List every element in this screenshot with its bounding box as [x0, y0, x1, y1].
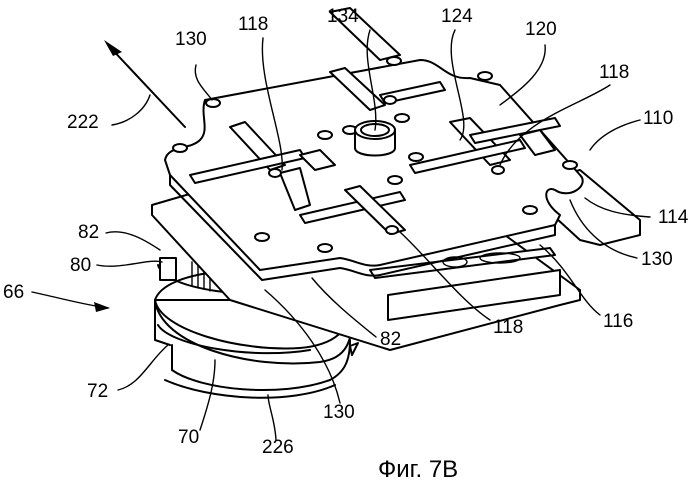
figure-caption: Фиг. 7B [378, 456, 458, 483]
label-70: 70 [178, 427, 199, 448]
label-116: 116 [603, 311, 633, 332]
label-114: 114 [658, 207, 689, 228]
label-222: 222 [67, 112, 99, 133]
label-120: 120 [525, 19, 557, 40]
label-118-top: 118 [238, 14, 268, 35]
label-110: 110 [643, 108, 673, 129]
label-130-top: 130 [175, 29, 207, 50]
label-134: 134 [327, 6, 359, 27]
reference-labels: 222 130 118 134 124 120 118 110 114 130 … [3, 6, 689, 458]
label-82-bottom: 82 [380, 329, 401, 350]
label-66: 66 [3, 282, 24, 303]
leader-lines [31, 29, 651, 441]
label-130-right: 130 [641, 249, 673, 270]
label-130-bottom: 130 [323, 402, 355, 423]
label-80: 80 [70, 255, 91, 276]
label-118-right: 118 [599, 62, 629, 83]
label-124: 124 [441, 6, 473, 27]
bottom-bar [369, 247, 561, 321]
label-82-left: 82 [78, 222, 99, 243]
label-72: 72 [87, 381, 108, 402]
label-226: 226 [262, 437, 294, 458]
label-118-bottom: 118 [493, 317, 523, 338]
